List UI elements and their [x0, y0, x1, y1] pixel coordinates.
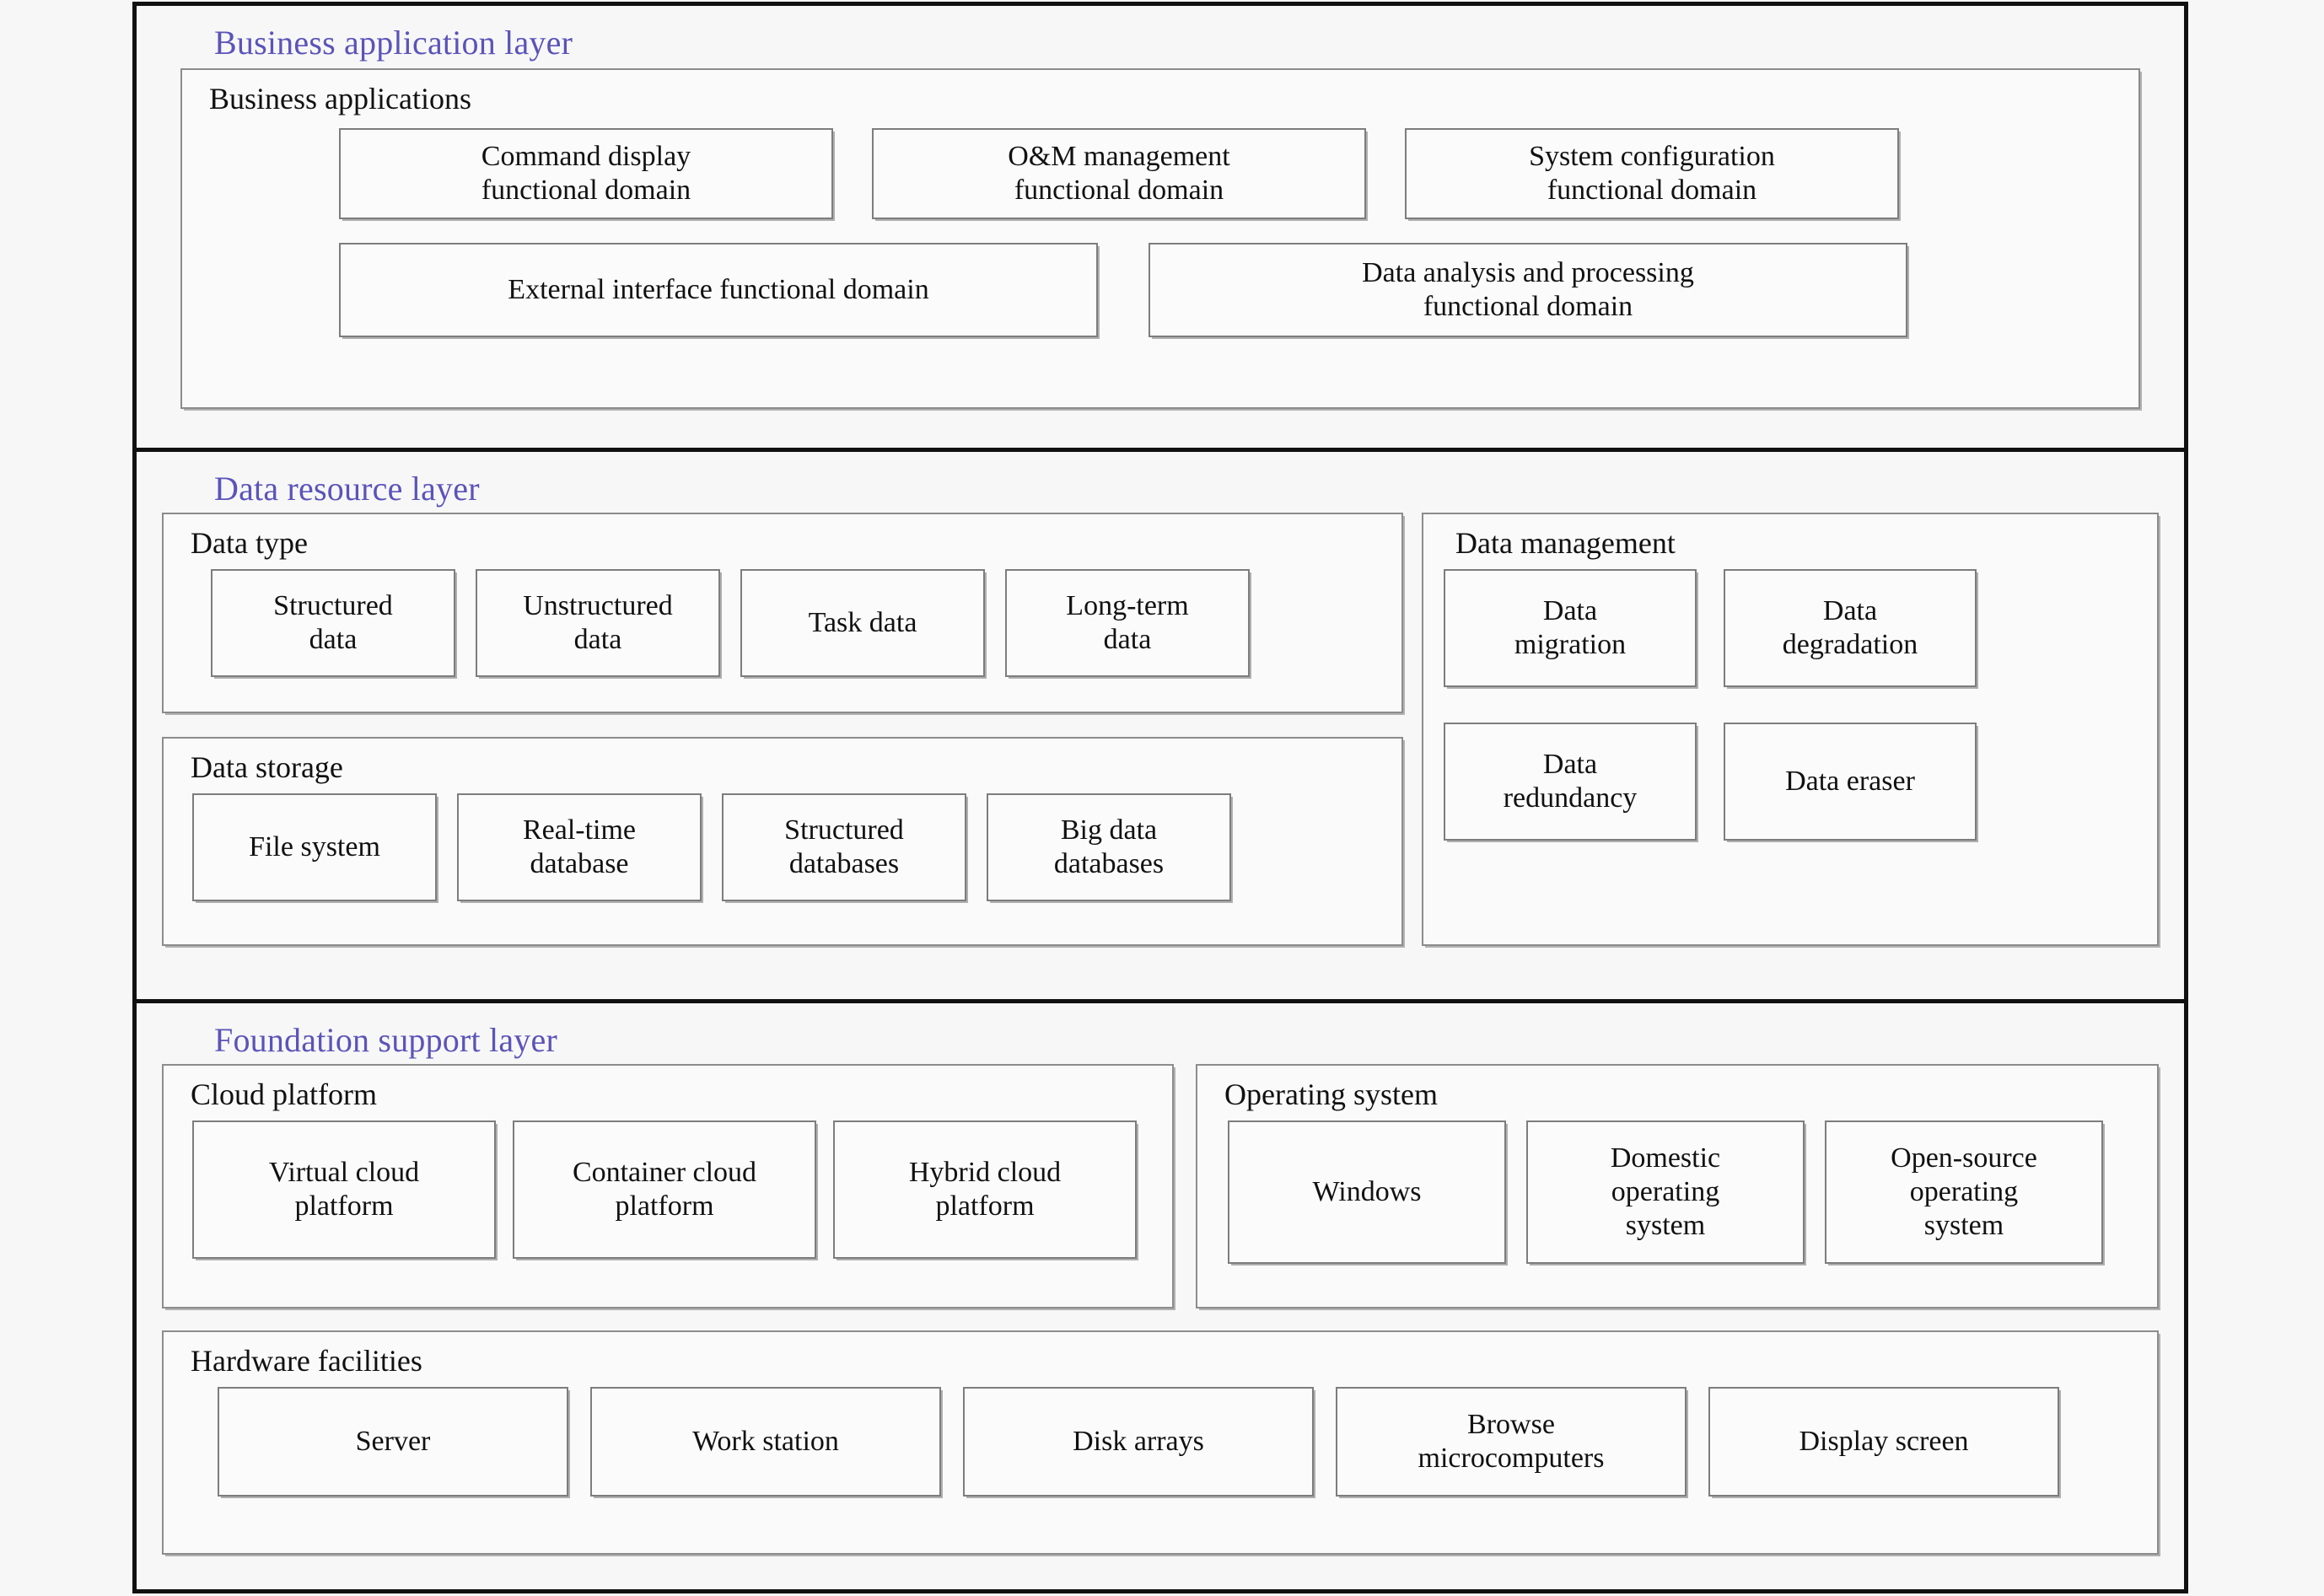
architecture-diagram: Business application layer Business appl… [132, 2, 2188, 1593]
box-server[interactable]: Server [218, 1387, 568, 1497]
box-windows[interactable]: Windows [1228, 1120, 1506, 1265]
box-file-system[interactable]: File system [192, 793, 437, 902]
box-disk-arrays[interactable]: Disk arrays [963, 1387, 1314, 1497]
panel-title-data-management: Data management [1455, 526, 1676, 560]
box-data-eraser[interactable]: Data eraser [1724, 723, 1977, 841]
panel-title-operating-system: Operating system [1224, 1077, 1438, 1111]
panel-title-data-storage: Data storage [191, 750, 343, 784]
layer-data-resource: Data resource layer Data type Structured… [132, 448, 2188, 1003]
panel-title-data-type: Data type [191, 526, 308, 560]
panel-title-cloud-platform: Cloud platform [191, 1077, 377, 1111]
panel-hardware-facilities: Hardware facilities Server Work station … [162, 1330, 2159, 1555]
layer-title-data-resource: Data resource layer [214, 470, 480, 508]
box-work-station[interactable]: Work station [590, 1387, 941, 1497]
layer-business-application: Business application layer Business appl… [132, 2, 2188, 452]
box-external-interface-functional-domain[interactable]: External interface functional domain [339, 243, 1098, 338]
layer-title-business-application: Business application layer [214, 24, 573, 62]
layer-title-foundation-support: Foundation support layer [214, 1021, 557, 1059]
business-applications-row-2: External interface functional domain Dat… [197, 219, 2123, 338]
panel-title-hardware-facilities: Hardware facilities [191, 1344, 422, 1378]
layer-foundation-support: Foundation support layer Cloud platform … [132, 999, 2188, 1593]
box-task-data[interactable]: Task data [740, 569, 985, 678]
panel-title-business-applications: Business applications [209, 82, 471, 116]
box-display-screen[interactable]: Display screen [1708, 1387, 2059, 1497]
